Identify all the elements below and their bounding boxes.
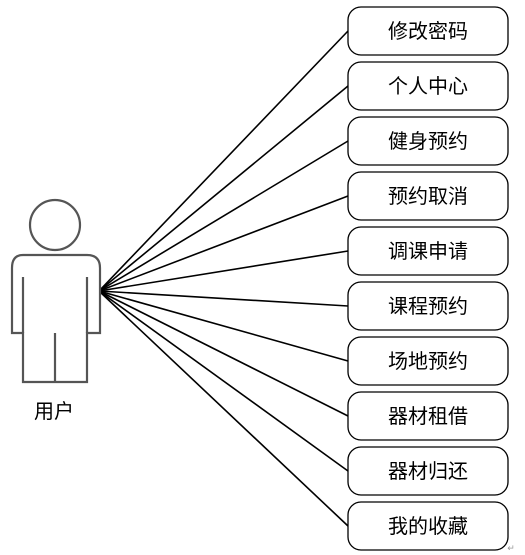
- use-case-box: [347, 281, 509, 331]
- use-case-box: [347, 171, 509, 221]
- use-case-course-booking: 课程预约: [347, 281, 509, 331]
- actor-head: [28, 198, 82, 252]
- use-case-change-password: 修改密码: [347, 6, 509, 56]
- association-line-equipment-return: [98, 290, 349, 472]
- use-case-label: 课程预约: [388, 294, 468, 318]
- association-line-cancel-booking: [98, 195, 349, 292]
- use-case-label: 预约取消: [388, 184, 468, 208]
- use-case-box: [347, 6, 509, 56]
- use-case-label: 场地预约: [388, 349, 468, 373]
- use-case-label: 调课申请: [388, 239, 468, 263]
- association-line-change-password: [98, 30, 349, 292]
- paragraph-mark: ↵: [507, 544, 515, 554]
- use-case-label: 修改密码: [388, 19, 468, 43]
- use-case-cancel-booking: 预约取消: [347, 171, 509, 221]
- use-case-box: [347, 501, 509, 551]
- use-case-box: [347, 226, 509, 276]
- actor-label: 用户: [34, 399, 74, 423]
- use-case-box: [347, 61, 509, 111]
- use-case-venue-booking: 场地预约: [347, 336, 509, 386]
- use-case-label: 器材归还: [388, 459, 468, 483]
- use-case-label: 个人中心: [388, 74, 468, 98]
- use-case-equipment-rental: 器材租借: [347, 391, 509, 441]
- use-case-box: [347, 116, 509, 166]
- association-line-venue-booking: [98, 290, 349, 362]
- association-line-fitness-booking: [98, 140, 349, 292]
- use-case-equipment-return: 器材归还: [347, 446, 509, 496]
- association-line-course-booking: [98, 290, 349, 307]
- actor-user: 用户: [10, 198, 102, 423]
- use-case-box: [347, 391, 509, 441]
- association-line-equipment-rental: [98, 290, 349, 417]
- use-case-label: 我的收藏: [388, 514, 468, 538]
- association-line-my-favorites: [98, 290, 349, 527]
- use-case-box: [347, 446, 509, 496]
- use-case-class-change-request: 调课申请: [347, 226, 509, 276]
- use-case-personal-center: 个人中心: [347, 61, 509, 111]
- actor-body: [10, 253, 102, 384]
- use-case-label: 器材租借: [388, 404, 468, 428]
- person-icon: [10, 198, 102, 384]
- association-line-personal-center: [98, 85, 349, 292]
- use-case-label: 健身预约: [388, 129, 468, 153]
- use-case-box: [347, 336, 509, 386]
- association-line-class-change-request: [98, 250, 349, 292]
- use-case-my-favorites: 我的收藏: [347, 501, 509, 551]
- association-lines: [98, 30, 349, 527]
- use-case-fitness-booking: 健身预约: [347, 116, 509, 166]
